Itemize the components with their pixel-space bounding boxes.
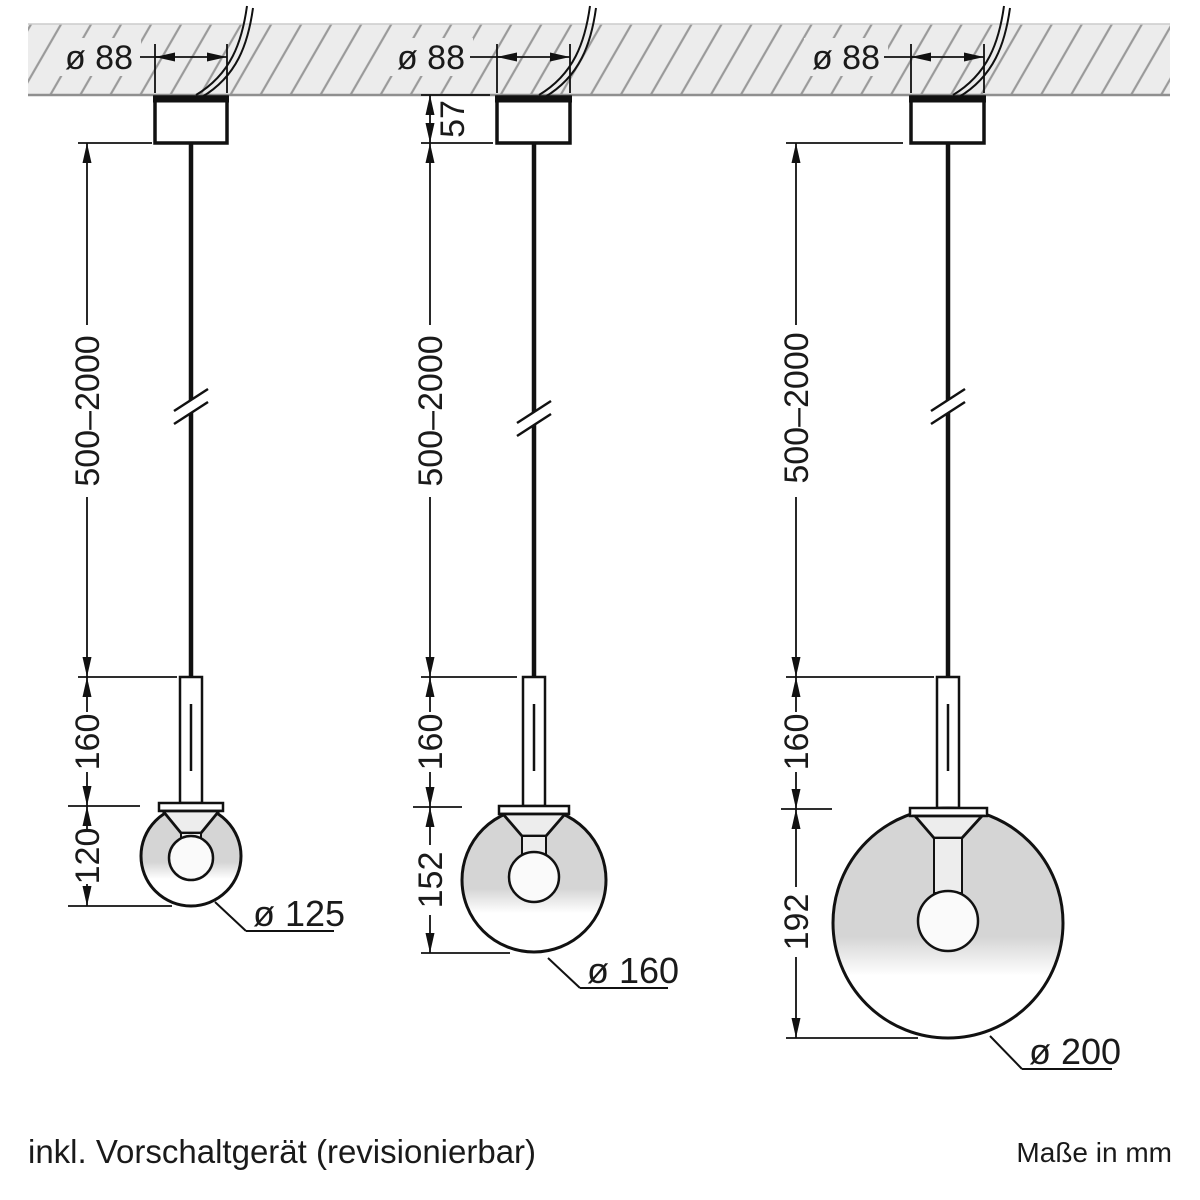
feed-cable-icon (952, 5, 1011, 98)
footnote: inkl. Vorschaltgerät (revisionierbar) (28, 1133, 536, 1170)
dia-label-globe: ø 160 (587, 950, 679, 991)
dia-label-globe: ø 200 (1029, 1031, 1121, 1072)
dia-label-globe: ø 125 (253, 893, 345, 934)
dimensions-pendant-125: ø 88 500–2000 160 120 ø 125 (57, 38, 345, 934)
cable-break-icon (514, 399, 554, 438)
dim-label-suspension: 500–2000 (778, 332, 816, 483)
dim-label-canopy-diameter: ø 88 (812, 39, 880, 77)
pendant-200 (831, 5, 1065, 1040)
leader-globe-diameter (547, 957, 668, 989)
dim-label-stem: 160 (412, 714, 450, 771)
dim-label-stem: 160 (69, 714, 107, 771)
leader-globe-diameter (214, 901, 334, 932)
dim-label-suspension: 500–2000 (69, 335, 107, 486)
dim-label-globe-drop: 192 (778, 894, 816, 951)
cable-break-icon (928, 387, 968, 426)
dim-label-globe-drop: 120 (69, 828, 107, 885)
cable-break-icon (171, 387, 211, 426)
dim-label-stem: 160 (778, 714, 816, 771)
bulb (916, 889, 980, 953)
pendant-125 (139, 5, 254, 908)
leader-globe-diameter (989, 1035, 1112, 1070)
dim-label-canopy-diameter: ø 88 (397, 39, 465, 77)
feed-cable-icon (538, 5, 597, 98)
canopy (495, 95, 572, 145)
units-note: Maße in mm (1016, 1137, 1172, 1168)
feed-cable-icon (195, 5, 254, 98)
pendant-160 (460, 5, 608, 954)
bulb (507, 850, 561, 904)
canopy (153, 95, 229, 145)
bulb (167, 834, 215, 882)
socket-neck (933, 837, 963, 894)
dim-label-globe-drop: 152 (412, 852, 450, 909)
dimensions-pendant-160: ø 88 57 500–2000 160 152 ø 160 (389, 38, 679, 991)
dim-label-canopy-height: 57 (434, 100, 472, 138)
dim-label-suspension: 500–2000 (412, 335, 450, 486)
canopy (909, 95, 986, 145)
dimensions-pendant-200: ø 88 500–2000 160 192 ø 200 (778, 38, 1121, 1072)
dim-label-canopy-diameter: ø 88 (65, 39, 133, 77)
